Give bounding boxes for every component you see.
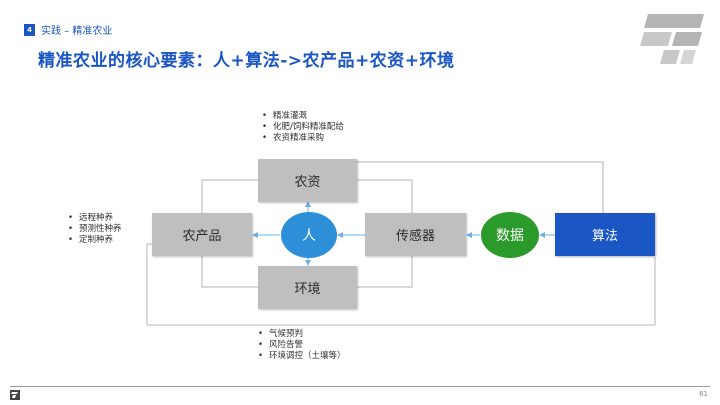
- list-item: •环境调控（土壤等）: [258, 351, 346, 361]
- bullets-farm-inputs: •精准灌溉 •化肥/饲料精准配给 •农资精准采购: [262, 111, 344, 144]
- section-tag: 4 实践 – 精准农业: [24, 22, 112, 37]
- list-item: •气候预判: [258, 329, 304, 339]
- node-farm-inputs: 农资: [258, 159, 357, 202]
- page-number: 61: [699, 390, 708, 398]
- node-data: 数据: [481, 212, 539, 258]
- list-item: •农资精准采购: [262, 133, 325, 143]
- list-item: •化肥/饲料精准配给: [262, 122, 344, 132]
- node-environment: 环境: [258, 266, 357, 309]
- footer-divider: [10, 386, 710, 387]
- connector-loop-bottom: [146, 243, 656, 326]
- connector-loop-top: [357, 161, 604, 213]
- node-farm-products: 农产品: [152, 213, 252, 256]
- bullets-environment: •气候预判 •风险告警 •环境调控（土壤等）: [258, 329, 346, 362]
- connector-inputs-right: [357, 179, 413, 213]
- footer-logo: [10, 390, 20, 400]
- connector-inputs-left: [201, 179, 258, 213]
- list-item: •定制种养: [68, 235, 114, 245]
- node-algorithm: 算法: [555, 213, 655, 256]
- section-number: 4: [24, 23, 35, 36]
- section-label: 实践 – 精准农业: [41, 26, 113, 37]
- connector-env-right: [357, 256, 413, 288]
- node-people: 人: [281, 212, 337, 258]
- page-title: 精准农业的核心要素：人+算法->农产品+农资+环境: [38, 51, 455, 71]
- list-item: •精准灌溉: [262, 111, 308, 121]
- brand-logo: [640, 14, 704, 64]
- connector-env-left: [201, 256, 258, 288]
- list-item: •风险告警: [258, 340, 304, 350]
- node-sensors: 传感器: [365, 213, 466, 256]
- bullets-farm-products: •远程种养 •预测性种养 •定制种养: [68, 213, 122, 246]
- list-item: •远程种养: [68, 213, 114, 223]
- list-item: •预测性种养: [68, 224, 122, 234]
